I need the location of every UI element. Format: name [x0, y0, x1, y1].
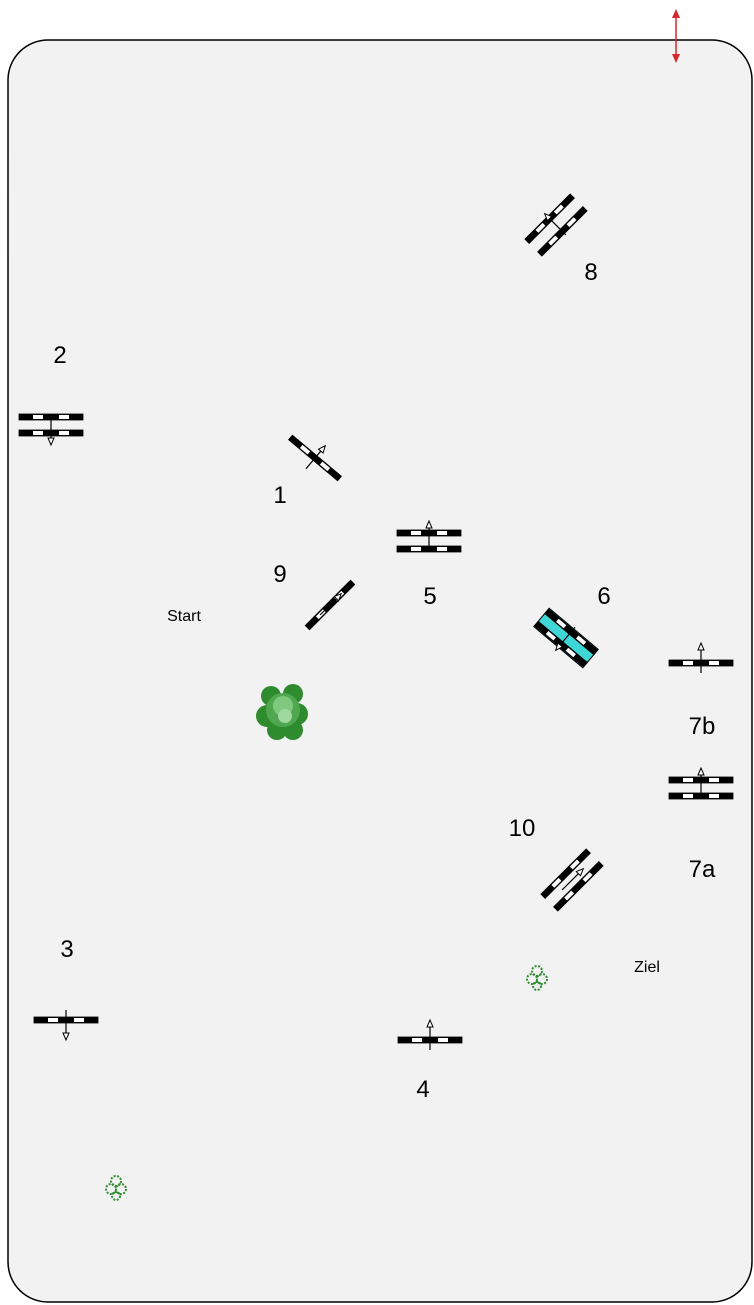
jump-6-number: 6	[597, 583, 610, 610]
jump-2-number: 2	[53, 342, 66, 369]
jump-8-number: 8	[584, 259, 597, 286]
jump-9-number: 9	[273, 561, 286, 588]
jump-7a-number: 7a	[689, 856, 716, 883]
arena-boundary	[8, 40, 752, 1302]
jump-10-number: 10	[509, 815, 536, 842]
jump-4-number: 4	[416, 1076, 429, 1103]
jump-5-number: 5	[423, 583, 436, 610]
scale-arrow-icon	[672, 9, 680, 63]
finish-label: Ziel	[634, 959, 660, 976]
jump-3-number: 3	[60, 936, 73, 963]
jump-7b-number: 7b	[689, 713, 716, 740]
start-label: Start	[167, 608, 201, 625]
jump-1-number: 1	[273, 482, 286, 509]
